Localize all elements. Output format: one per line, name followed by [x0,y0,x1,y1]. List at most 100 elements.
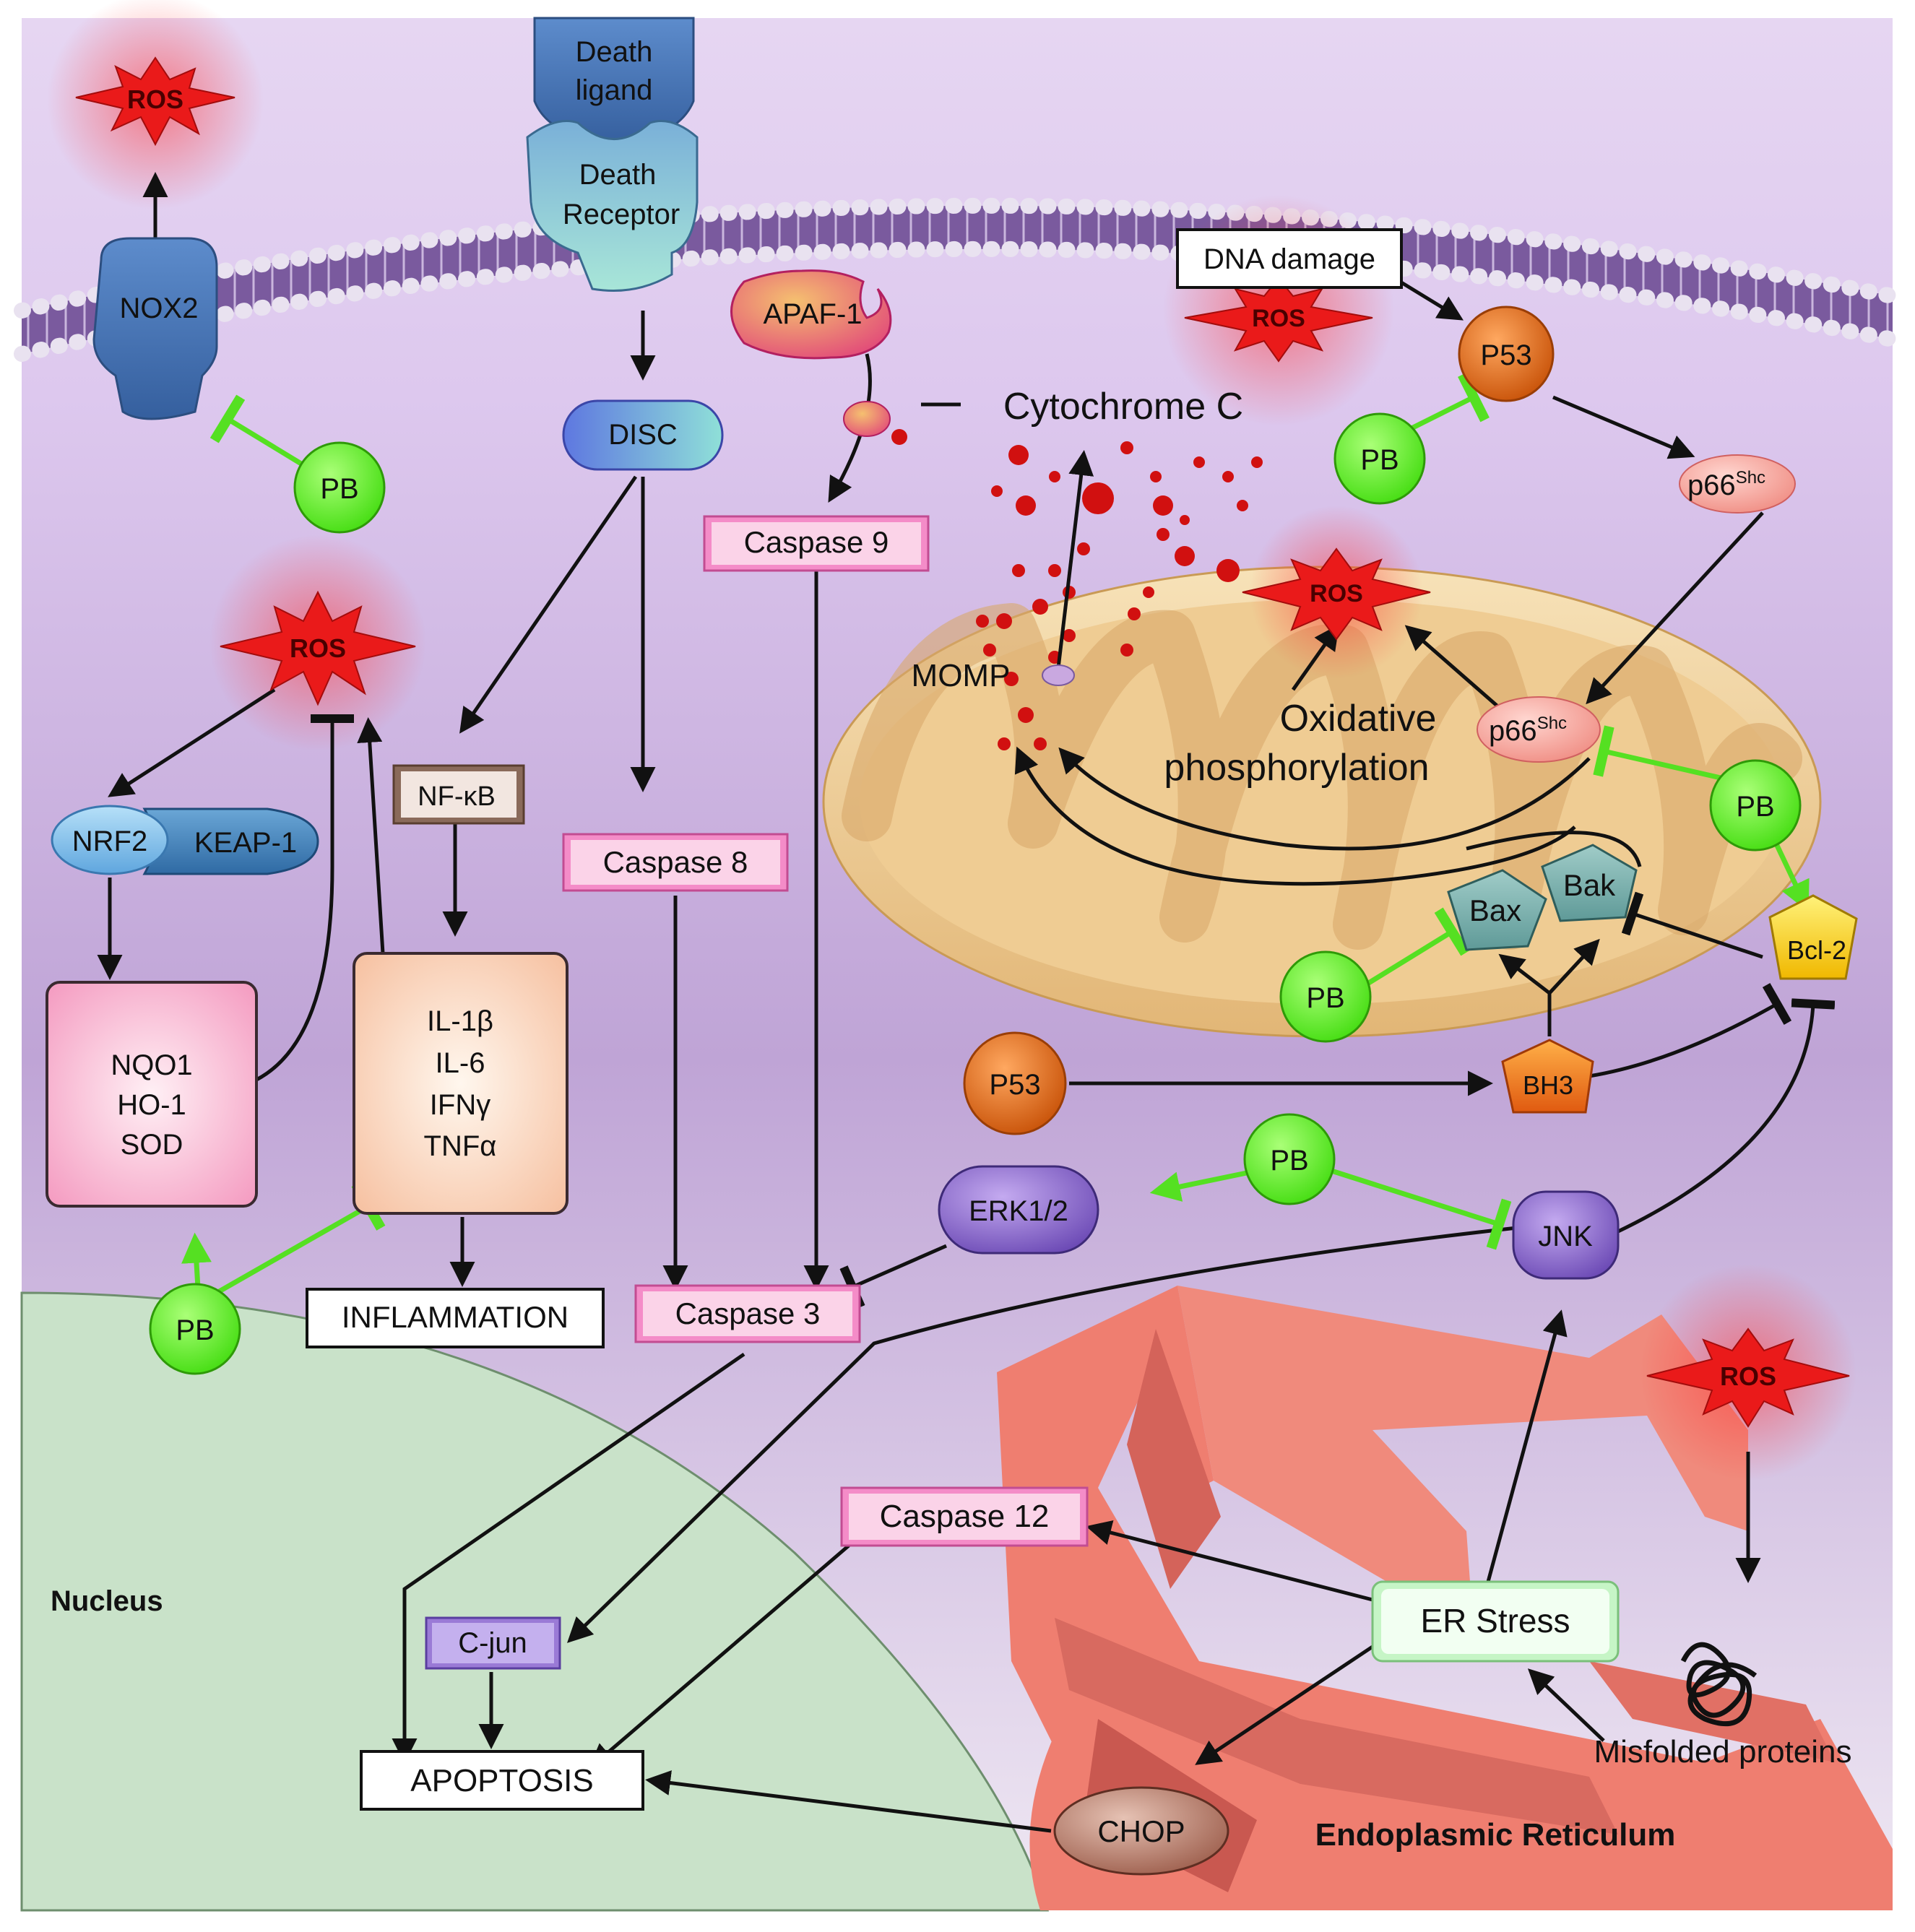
misfolded-protein-icon [1680,1642,1758,1727]
p66-label: p66 [1489,715,1537,747]
nfkb-label: NF-κB [418,781,496,812]
svg-text:p66Shc: p66Shc [1489,714,1567,747]
activation-arrows [97,172,1764,1833]
keap1-node: KEAP-1 [142,807,319,875]
cjun-node: C-jun [425,1616,561,1670]
apaf1-label: APAF-1 [763,298,862,330]
nucleus [20,1291,1050,1912]
death-receptor-label-2: Receptor [563,199,680,230]
caspase-3-node: Caspase 3 [634,1284,861,1343]
nox2-label: NOX2 [120,293,199,324]
keap1-label: KEAP-1 [194,827,297,859]
p53-node: P53 [963,1031,1067,1135]
p53-node: P53 [1458,306,1555,402]
ros-icon: ROS [1646,1327,1850,1428]
il1b-label: IL-1β [427,1005,493,1037]
shc-superscript: Shc [1537,714,1567,733]
pb-label: PB [1270,1145,1308,1177]
nqo1-label: NQO1 [111,1049,192,1081]
pb-label: PB [176,1314,214,1346]
misfolded-proteins-label: Misfolded proteins [1594,1734,1851,1769]
p53-label: P53 [1480,339,1531,371]
chop-label: CHOP [1097,1814,1185,1848]
p66shc-node: p66Shc [1679,454,1796,514]
sod-label: SOD [121,1129,183,1161]
death-receptor: Death Receptor [526,120,699,292]
erk-label: ERK1/2 [969,1195,1068,1227]
death-ligand-label-1: Death [576,36,653,68]
caspase-12-node: Caspase 12 [840,1486,1089,1547]
inhibition-lines [255,714,1836,1309]
ros-icon: ROS [75,56,235,147]
nfkb-node: NF-κB [392,764,525,825]
dna-damage-box: DNA damage [1176,228,1403,289]
jnk-node: JNK [1512,1190,1620,1280]
antioxidant-enzymes-box: NQO1 HO-1 SOD [46,981,258,1208]
caspase-8-node: Caspase 8 [562,833,789,892]
pb-label: PB [1736,791,1774,823]
ros-icon: ROS [220,590,416,706]
disc-label: DISC [608,419,678,451]
il6-label: IL-6 [436,1047,485,1079]
endoplasmic-reticulum-label: Endoplasmic Reticulum [1315,1817,1676,1853]
death-ligand: Death ligand [533,17,695,146]
inflammation-label: INFLAMMATION [342,1300,569,1334]
pb-node: PB [1709,759,1802,852]
apaf1-node: APAF-1 [730,269,892,437]
caspase-9-label: Caspase 9 [744,525,889,559]
p53-label: P53 [989,1069,1040,1101]
bax-label: Bax [1469,893,1521,927]
erk-node: ERK1/2 [938,1165,1099,1255]
apoptosis-label: APOPTOSIS [410,1763,594,1798]
caspase-12-label: Caspase 12 [880,1499,1050,1534]
bh3-label: BH3 [1523,1070,1573,1100]
apoptosis-box: APOPTOSIS [360,1750,644,1811]
caspase-8-label: Caspase 8 [603,845,748,879]
caspase-9-node: Caspase 9 [703,515,930,572]
dna-damage-label: DNA damage [1203,243,1375,275]
pb-links [181,372,1810,1301]
chop-node: CHOP [1053,1786,1229,1876]
bax-node: Bax [1447,869,1547,951]
cytochrome-c-label: Cytochrome C [1003,386,1243,428]
ros-label: ROS [290,633,346,663]
oxphos-label-2: phosphorylation [1164,747,1429,789]
ros-label: ROS [1310,580,1363,607]
ros-label: ROS [127,85,183,114]
bcl2-node: Bcl-2 [1768,894,1858,980]
shc-superscript: Shc [1736,468,1765,488]
nox2-protein: NOX2 [92,237,218,420]
nucleus-label: Nucleus [51,1585,163,1617]
cytokines-box: IL-1β IL-6 IFNγ TNFα [353,952,569,1215]
ros-label: ROS [1252,305,1305,332]
pb-label: PB [1306,982,1344,1014]
disc-node: DISC [562,399,724,471]
jnk-label: JNK [1538,1221,1593,1252]
pb-node: PB [149,1283,241,1375]
ros-icon: ROS [1184,277,1373,363]
cjun-label: C-jun [458,1627,527,1659]
nrf2-node: NRF2 [51,805,169,875]
bh3-node: BH3 [1501,1039,1594,1114]
momp-label: MOMP [912,658,1011,693]
bcl2-label: Bcl-2 [1787,935,1846,965]
bak-label: Bak [1563,868,1616,902]
ros-icon: ROS [1242,547,1431,641]
tnfa-label: TNFα [424,1130,497,1162]
pb-label: PB [320,473,358,505]
pb-node: PB [1333,412,1426,505]
oxphos-label-1: Oxidative [1280,698,1437,740]
svg-text:p66Shc: p66Shc [1687,468,1765,501]
cytochrome-c-particles [891,429,1263,750]
p66-label: p66 [1687,469,1736,501]
death-receptor-label-1: Death [579,159,657,191]
ifng-label: IFNγ [430,1089,490,1121]
cell-membrane [14,197,1901,362]
nrf2-label: NRF2 [72,826,147,857]
death-ligand-label-2: ligand [576,74,653,106]
caspase-3-label: Caspase 3 [675,1296,821,1330]
pb-node: PB [1279,950,1372,1043]
pb-label: PB [1360,444,1399,476]
